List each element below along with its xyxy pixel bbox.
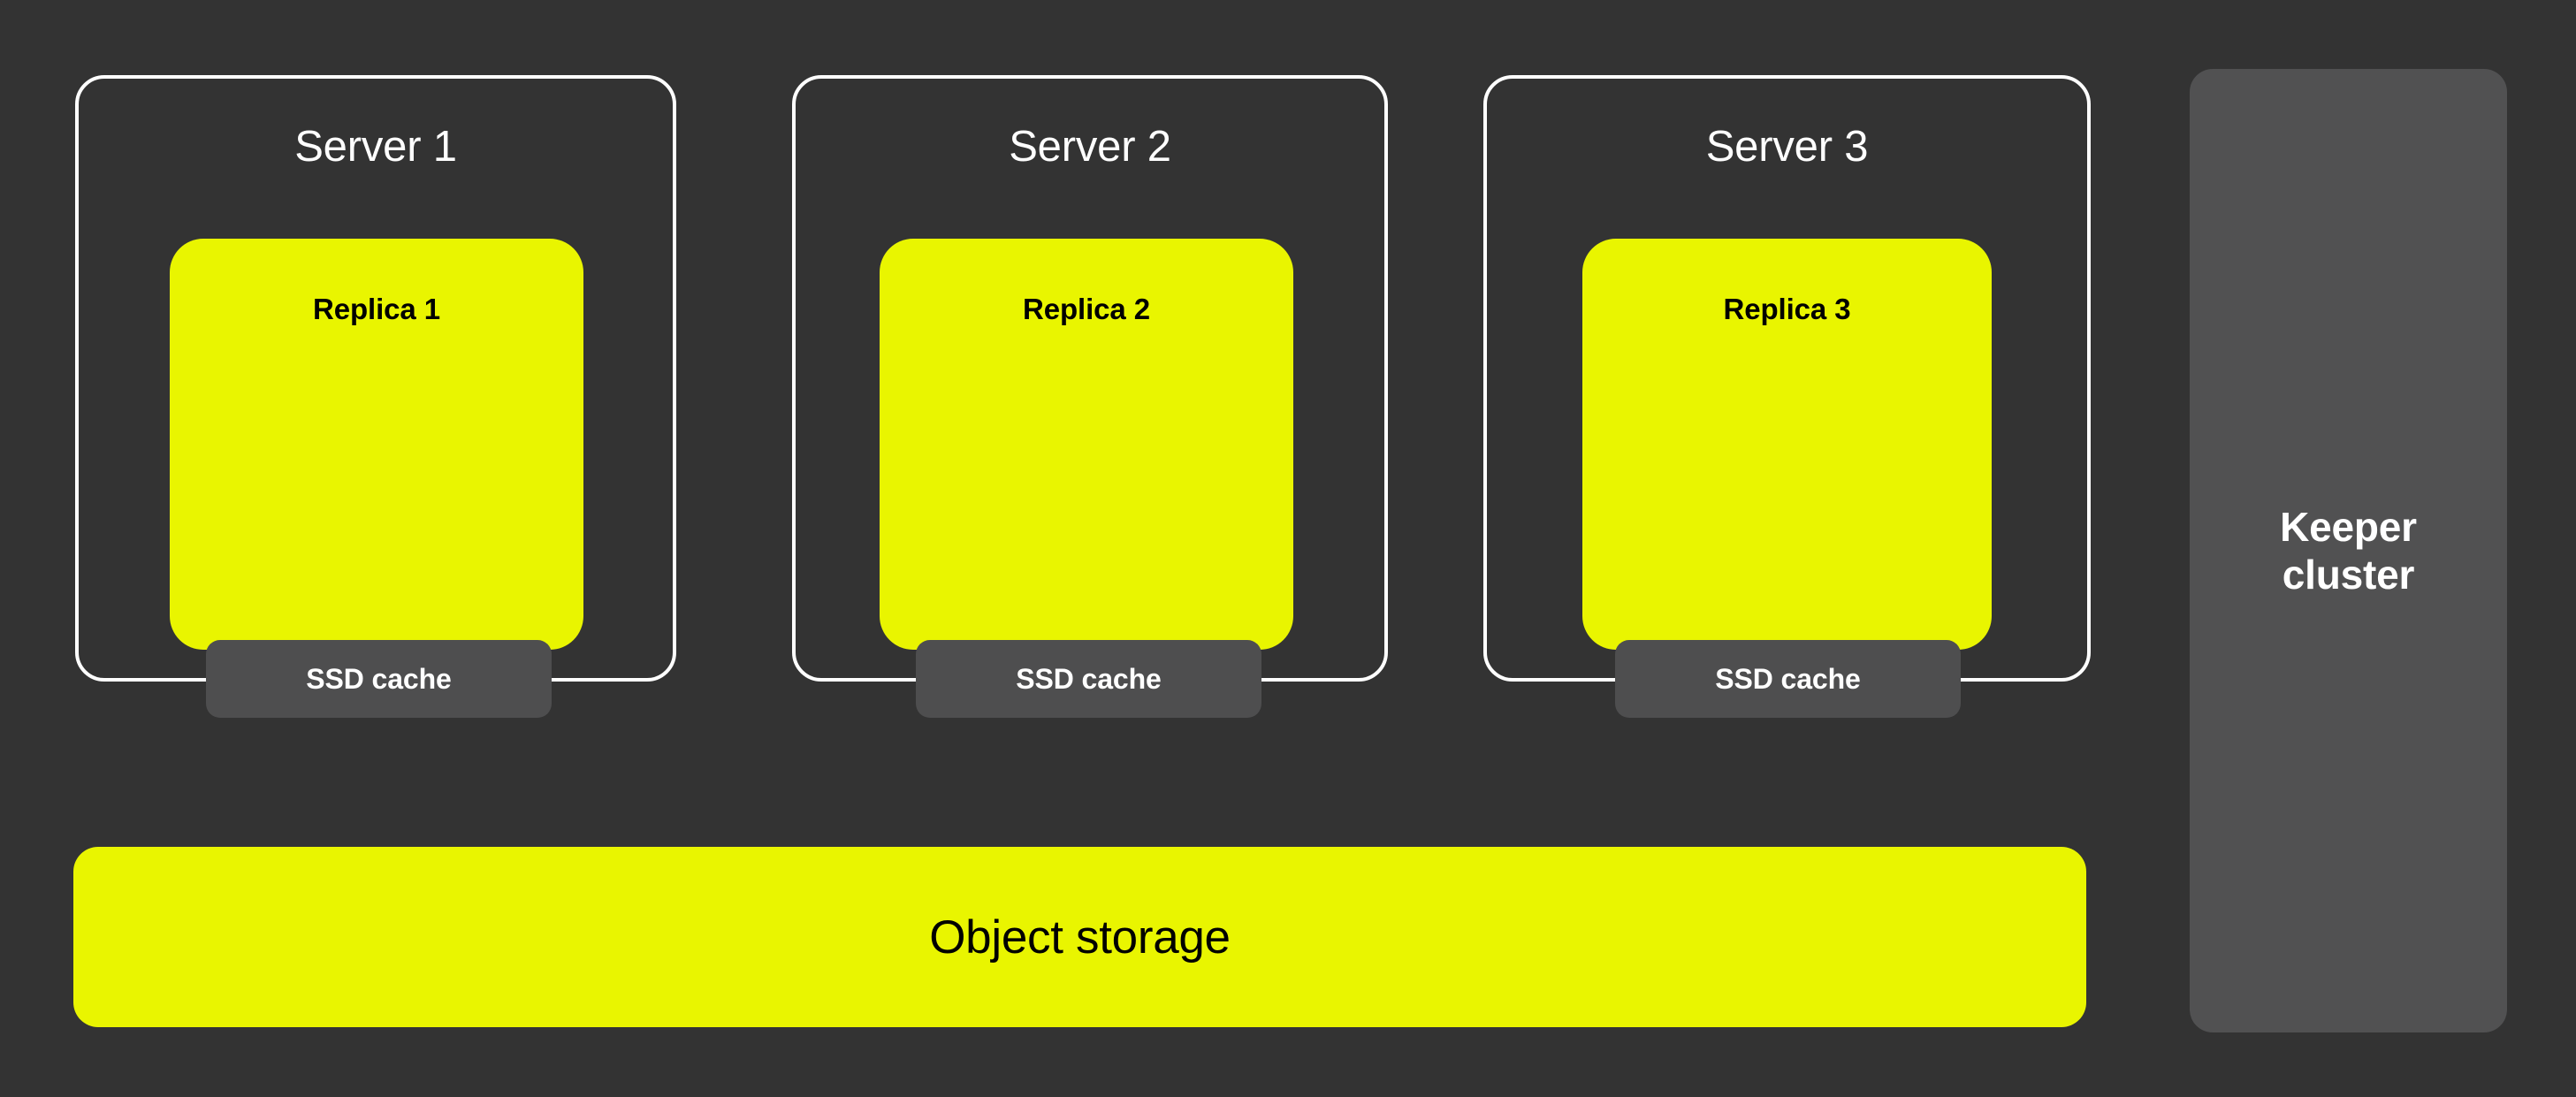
- replica-label-1: Replica 1: [312, 293, 440, 325]
- ssd-cache-box-3: SSD cache: [1615, 640, 1961, 718]
- keeper-cluster-label-line1: Keeper: [2280, 503, 2417, 550]
- ssd-cache-box-2: SSD cache: [916, 640, 1261, 718]
- server-title-1: Server 1: [294, 123, 457, 171]
- ssd-cache-label-3: SSD cache: [1715, 662, 1861, 695]
- ssd-cache-label-1: SSD cache: [306, 662, 452, 695]
- ssd-cache-box-1: SSD cache: [206, 640, 552, 718]
- keeper-cluster-label: Keeper cluster: [2280, 503, 2417, 599]
- server-title-2: Server 2: [1009, 123, 1171, 171]
- keeper-cluster-label-line2: cluster: [2282, 552, 2415, 598]
- replica-box-3: Replica 3: [1582, 239, 1992, 650]
- server-title-3: Server 3: [1705, 123, 1869, 171]
- object-storage-bar: Object storage: [73, 847, 2086, 1027]
- replica-box-2: Replica 2: [880, 239, 1293, 650]
- keeper-cluster-panel: Keeper cluster: [2190, 69, 2507, 1032]
- replica-label-2: Replica 2: [1022, 293, 1150, 325]
- ssd-cache-label-2: SSD cache: [1016, 662, 1162, 695]
- replica-label-3: Replica 3: [1723, 293, 1851, 325]
- replica-box-1: Replica 1: [170, 239, 583, 650]
- object-storage-label: Object storage: [929, 910, 1231, 964]
